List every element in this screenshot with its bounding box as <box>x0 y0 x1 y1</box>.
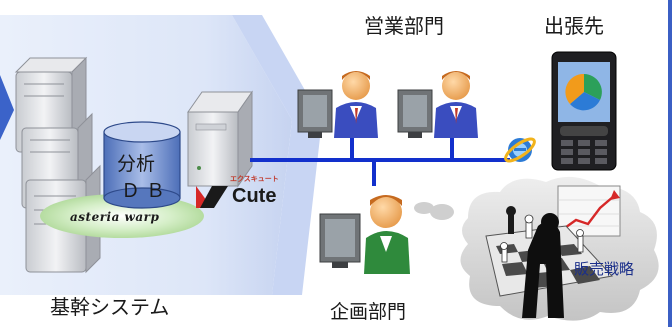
core-system-label: 基幹システム <box>50 295 170 319</box>
user-at-computer-icon <box>297 71 378 138</box>
analysis-db-label-line2: ＤＢ <box>121 180 172 202</box>
xcute-kana-logo: エクスキュート <box>230 175 279 183</box>
left-arrow-icon <box>0 75 14 140</box>
database-cylinder-icon <box>103 121 181 209</box>
analysis-db-label-line1: 分析 <box>117 153 156 175</box>
user-at-computer-icon <box>397 71 478 138</box>
internet-explorer-icon <box>504 137 536 163</box>
chess-strategy-icon <box>485 206 613 318</box>
server-icon <box>187 90 253 188</box>
user-at-computer-icon <box>319 195 410 274</box>
growth-chart-icon <box>557 185 621 237</box>
network-lines <box>250 134 510 186</box>
sales-dept-label: 営業部門 <box>364 14 444 38</box>
asteria-warp-logo: asteria warp <box>70 210 160 224</box>
xcute-logo-icon <box>196 186 228 208</box>
business-trip-label: 出張先 <box>544 14 604 38</box>
planning-dept-label: 企画部門 <box>330 301 407 323</box>
smartphone-pie-chart-icon <box>551 51 617 171</box>
xcute-logo-text: Cute <box>232 185 277 207</box>
right-edge-bar <box>668 0 672 327</box>
sales-strategy-label: 販売戦略 <box>574 260 635 278</box>
